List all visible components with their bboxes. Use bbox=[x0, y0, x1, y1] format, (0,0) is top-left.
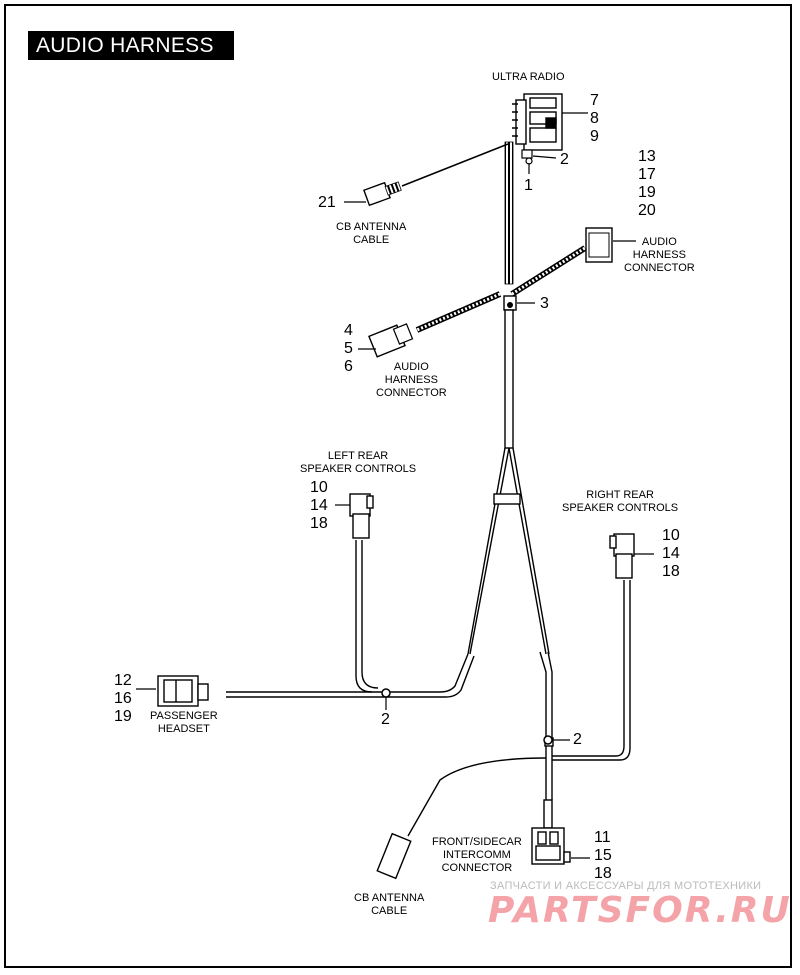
label-passenger-headset: PASSENGER HEADSET bbox=[150, 710, 218, 736]
callout-connector-right-17: 17 bbox=[638, 166, 656, 183]
main-conduit bbox=[504, 141, 514, 285]
ultra-radio-connector bbox=[512, 93, 563, 151]
clip-left bbox=[381, 688, 391, 698]
callout-clip-top: 2 bbox=[560, 151, 569, 168]
intercom-connector bbox=[531, 799, 571, 865]
label-line: HARNESS bbox=[632, 249, 686, 261]
callout-passenger-16: 16 bbox=[114, 690, 132, 707]
callout-passenger-19: 19 bbox=[114, 708, 132, 725]
label-ultra-radio: ULTRA RADIO bbox=[492, 71, 565, 83]
callout-screw: 1 bbox=[524, 177, 533, 194]
clip-right bbox=[543, 735, 553, 745]
label-line: CONNECTOR bbox=[376, 387, 447, 399]
leader-lines bbox=[136, 112, 654, 859]
label-line: LEFT REAR bbox=[327, 450, 389, 462]
label-audio-connector-right: AUDIO HARNESS CONNECTOR bbox=[624, 236, 695, 275]
label-line: INTERCOMM bbox=[443, 849, 511, 861]
label-cb-antenna-bottom: CB ANTENNA CABLE bbox=[354, 892, 424, 918]
left-rear-speaker-connector bbox=[349, 493, 374, 539]
watermark-logo: PARTSFOR.RU bbox=[488, 890, 792, 931]
label-line: SPEAKER CONTROLS bbox=[562, 502, 679, 514]
label-audio-connector-left: AUDIO HARNESS CONNECTOR bbox=[376, 361, 447, 400]
label-line: SPEAKER CONTROLS bbox=[300, 463, 417, 475]
callout-connector-right-20: 20 bbox=[638, 202, 656, 219]
diagram-title: AUDIO HARNESS bbox=[28, 31, 234, 60]
callout-right-rear-14: 14 bbox=[662, 545, 680, 562]
label-cb-antenna-top: CB ANTENNA CABLE bbox=[336, 221, 406, 247]
callout-intercom-15: 15 bbox=[594, 847, 612, 864]
audio-harness-connector-right bbox=[510, 227, 613, 297]
label-line: CONNECTOR bbox=[624, 262, 695, 274]
label-line: FRONT/SIDECAR bbox=[432, 836, 522, 848]
callout-connector-right-13: 13 bbox=[638, 148, 656, 165]
label-line: PASSENGER bbox=[150, 710, 218, 722]
label-line: CABLE bbox=[353, 234, 390, 246]
watermark-subtitle: ЗАПЧАСТИ И АКСЕССУАРЫ ДЛЯ МОТОТЕХНИКИ bbox=[490, 880, 762, 892]
cb-antenna-cable-top bbox=[363, 143, 509, 207]
callout-left-rear-18: 18 bbox=[310, 515, 328, 532]
right-rear-speaker-connector bbox=[609, 533, 635, 579]
label-line: AUDIO bbox=[393, 361, 429, 373]
label-line: CB ANTENNA bbox=[336, 221, 407, 233]
audio-harness-connector-left bbox=[368, 291, 502, 358]
callout-radio-8: 8 bbox=[590, 110, 599, 127]
callout-passenger-12: 12 bbox=[114, 672, 132, 689]
callout-clip-right: 2 bbox=[573, 731, 582, 748]
label-left-rear: LEFT REAR SPEAKER CONTROLS bbox=[300, 450, 416, 476]
diagram-frame bbox=[4, 4, 792, 968]
cb-antenna-cable-bottom bbox=[376, 757, 547, 880]
harness-clamp bbox=[503, 295, 517, 311]
callout-cb-top: 21 bbox=[318, 194, 336, 211]
callout-clip-left: 2 bbox=[381, 711, 390, 728]
label-right-rear: RIGHT REAR SPEAKER CONTROLS bbox=[562, 489, 678, 515]
callout-radio-9: 9 bbox=[590, 128, 599, 145]
callout-connector-right-19: 19 bbox=[638, 184, 656, 201]
label-line: HARNESS bbox=[384, 374, 438, 386]
label-line: HEADSET bbox=[157, 723, 210, 735]
main-harness-trunk bbox=[504, 309, 514, 449]
right-branch bbox=[539, 580, 631, 800]
callout-connector-left-4: 4 bbox=[344, 322, 353, 339]
callout-connector-left-5: 5 bbox=[344, 340, 353, 357]
callout-intercom-18: 18 bbox=[594, 865, 612, 882]
callout-intercom-11: 11 bbox=[594, 829, 611, 846]
label-line: RIGHT REAR bbox=[586, 489, 654, 501]
callout-radio-7: 7 bbox=[590, 92, 599, 109]
radio-clip bbox=[521, 149, 533, 165]
label-line: CABLE bbox=[371, 905, 408, 917]
callout-left-rear-10: 10 bbox=[310, 479, 328, 496]
callout-right-rear-18: 18 bbox=[662, 563, 680, 580]
label-intercom: FRONT/SIDECAR INTERCOMM CONNECTOR bbox=[432, 836, 522, 875]
callout-left-rear-14: 14 bbox=[310, 497, 328, 514]
passenger-headset-connector bbox=[157, 675, 209, 707]
callout-connector-left-6: 6 bbox=[344, 358, 353, 375]
callout-clamp: 3 bbox=[540, 295, 549, 312]
label-line: CONNECTOR bbox=[441, 862, 513, 874]
left-branch bbox=[226, 540, 475, 698]
label-line: AUDIO bbox=[641, 236, 677, 248]
callout-right-rear-10: 10 bbox=[662, 527, 680, 544]
harness-y-split bbox=[467, 447, 550, 655]
label-line: CB ANTENNA bbox=[354, 892, 425, 904]
